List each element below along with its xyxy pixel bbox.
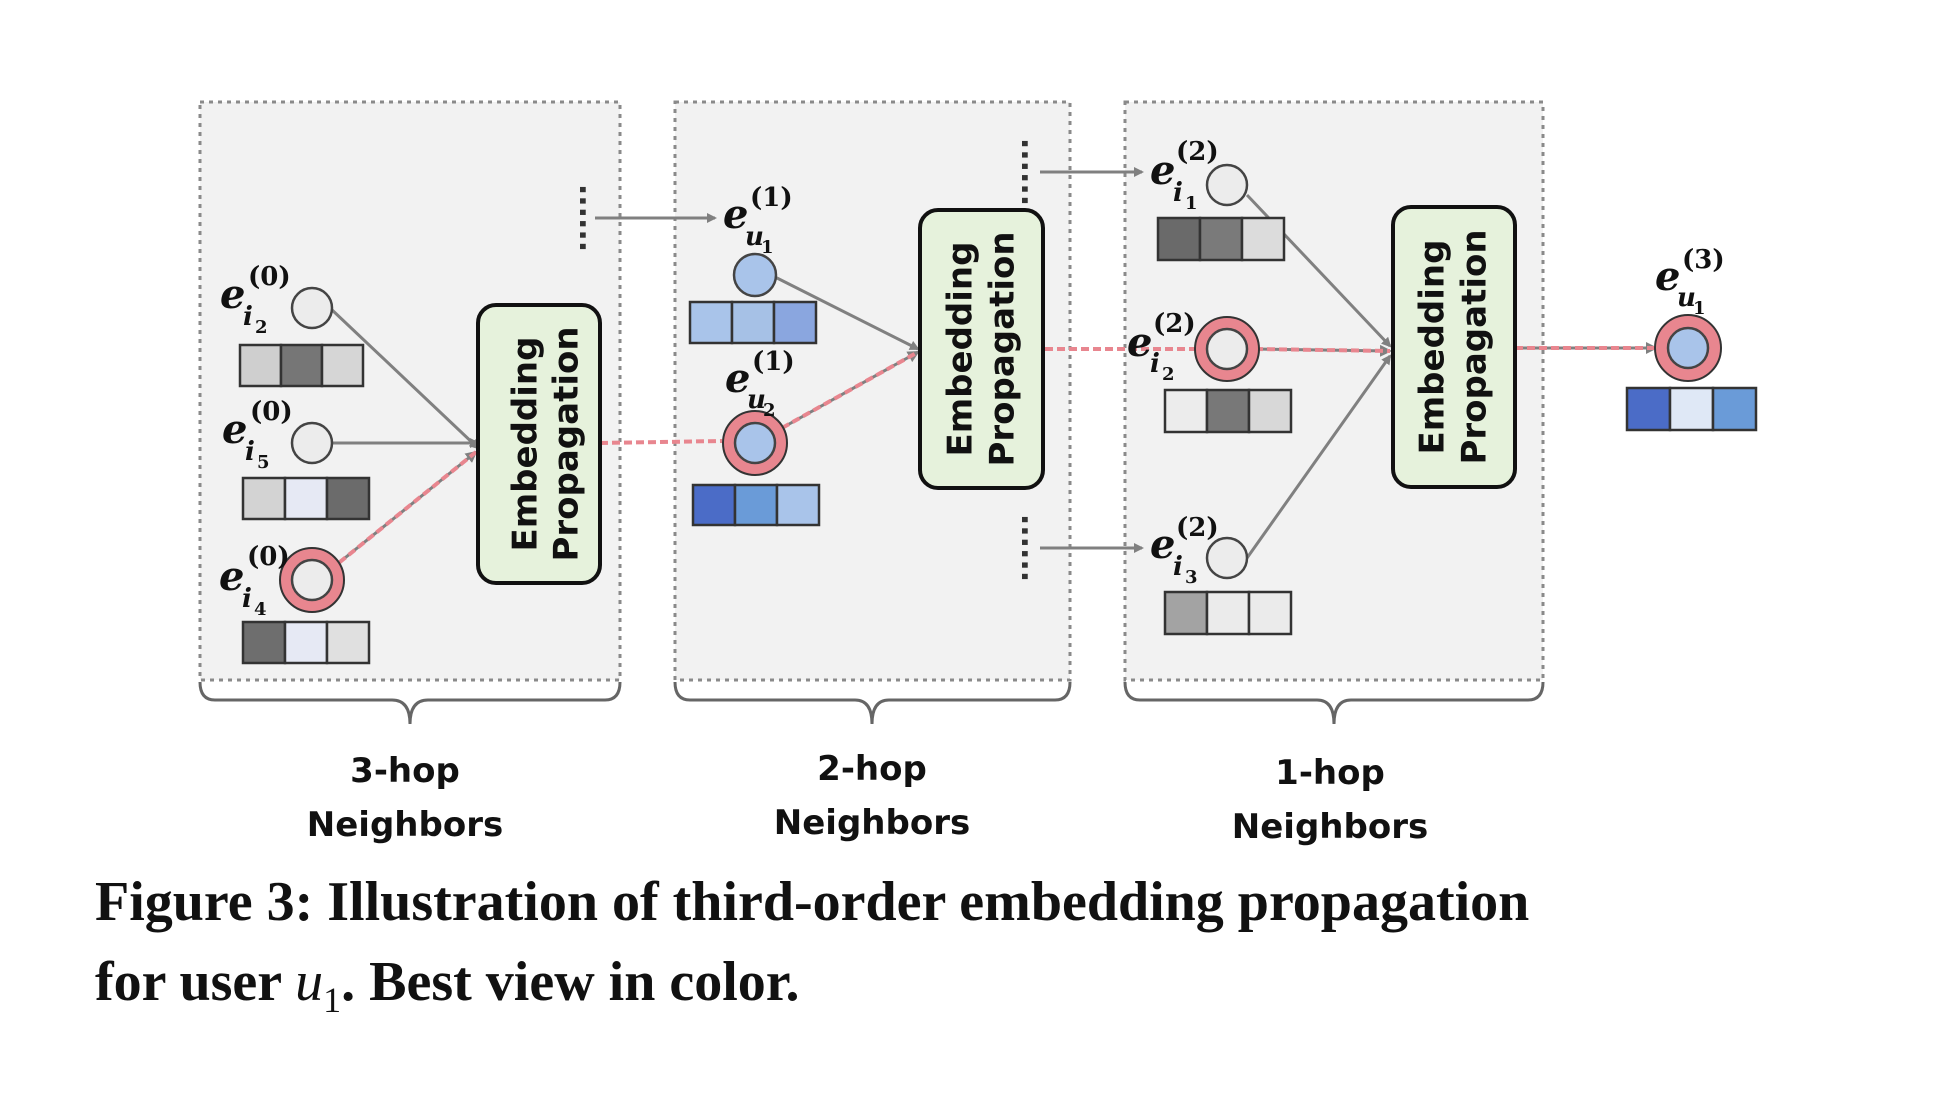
node-i2-hop3 <box>290 286 334 330</box>
svg-text:i: i <box>242 584 252 614</box>
svg-text:e: e <box>723 191 748 238</box>
node-i2-hop1-inner <box>1205 327 1249 371</box>
label-e-u2-1: e (1) u 2 <box>725 347 795 421</box>
node-i1-hop1 <box>1205 163 1249 207</box>
node-u1-hop2 <box>732 252 778 298</box>
svg-text:Embedding: Embedding <box>506 337 546 552</box>
svg-text:i: i <box>1150 349 1160 379</box>
svg-text:Embedding: Embedding <box>941 242 981 457</box>
label-e-i4-0: e (0) i 4 <box>219 542 290 620</box>
svg-text:u: u <box>745 222 764 252</box>
svg-text:1: 1 <box>1185 193 1198 214</box>
hop-label-3-line1: 3-hop <box>350 751 460 791</box>
hop-label-3-line2: Neighbors <box>307 805 503 845</box>
label-e-u1-3: e (3) u 1 <box>1655 245 1725 319</box>
svg-text:i: i <box>245 437 255 467</box>
ellipsis-3hop: ...... <box>572 184 607 252</box>
caption-variable: u <box>295 951 324 1013</box>
node-i4-hop3-inner <box>290 558 334 602</box>
svg-text:(2): (2) <box>1176 137 1219 167</box>
caption-line-2: for user u1. Best view in color. <box>95 951 800 1021</box>
svg-text:2: 2 <box>1162 364 1175 385</box>
svg-text:Propagation: Propagation <box>983 231 1023 466</box>
ellipsis-2hop-top: ...... <box>1014 138 1049 206</box>
label-e-i2-0: e (0) i 2 <box>220 262 291 338</box>
svg-text:e: e <box>725 355 750 402</box>
arrow-i3-to-prop3 <box>1245 354 1392 559</box>
vector-u1-output <box>1625 386 1758 432</box>
hop-label-1-line1: 1-hop <box>1275 753 1385 793</box>
svg-text:e: e <box>1150 147 1175 194</box>
vector-i2-hop3 <box>238 343 365 388</box>
svg-text:i: i <box>1173 178 1183 208</box>
svg-text:2: 2 <box>763 400 776 421</box>
svg-text:Embedding: Embedding <box>1413 240 1453 455</box>
arrow-u1-to-prop2 <box>774 275 920 351</box>
brace-2hop <box>673 681 1072 725</box>
svg-text:5: 5 <box>257 452 270 473</box>
vector-u1-hop2 <box>688 300 818 345</box>
vector-u2-hop2 <box>691 483 821 527</box>
vector-i4-hop3 <box>241 620 371 665</box>
ellipsis-2hop-bottom: ...... <box>1014 514 1049 582</box>
node-i5-hop3 <box>290 421 334 465</box>
svg-text:(3): (3) <box>1682 245 1725 275</box>
svg-text:(0): (0) <box>247 542 290 572</box>
svg-text:e: e <box>1127 319 1152 366</box>
svg-text:Propagation: Propagation <box>1455 229 1495 464</box>
label-e-i5-0: e (0) i 5 <box>222 397 293 473</box>
hop-label-2-line2: Neighbors <box>774 803 970 843</box>
svg-text:(0): (0) <box>250 397 293 427</box>
svg-text:i: i <box>1173 552 1183 582</box>
hop-label-1-line2: Neighbors <box>1232 807 1428 847</box>
svg-text:(2): (2) <box>1176 513 1219 543</box>
vector-i1-hop1 <box>1156 216 1286 262</box>
propagation-box-1: Embedding Propagation <box>476 303 602 585</box>
label-e-i3-2: e (2) i 3 <box>1150 513 1219 588</box>
svg-text:3: 3 <box>1185 567 1198 588</box>
svg-text:(1): (1) <box>752 347 795 377</box>
label-e-u1-1: e (1) u 1 <box>723 183 793 258</box>
figure-caption: Figure 3: Illustration of third-order em… <box>95 862 1895 1040</box>
svg-text:u: u <box>1677 283 1696 313</box>
svg-text:(2): (2) <box>1153 309 1196 339</box>
label-e-i1-2: e (2) i 1 <box>1150 137 1219 214</box>
brace-1hop <box>1123 681 1545 725</box>
propagation-box-3: Embedding Propagation <box>1391 205 1517 489</box>
svg-text:Propagation: Propagation <box>547 326 587 561</box>
caption-line-1: Figure 3: Illustration of third-order em… <box>95 871 1530 933</box>
hop-label-2-line1: 2-hop <box>817 749 927 789</box>
vector-i2-hop1 <box>1163 388 1293 434</box>
highlight-path <box>328 342 1658 572</box>
svg-text:u: u <box>747 385 766 415</box>
node-u1-output-inner <box>1666 326 1710 370</box>
svg-text:e: e <box>1150 521 1175 568</box>
node-i3-hop1 <box>1205 536 1249 580</box>
svg-text:i: i <box>243 302 253 332</box>
arrow-i2-to-prop1 <box>328 306 480 450</box>
svg-text:2: 2 <box>255 317 268 338</box>
svg-text:4: 4 <box>254 599 267 620</box>
label-e-i2-2: e (2) i 2 <box>1127 309 1196 385</box>
brace-3hop <box>198 681 622 725</box>
caption-variable-sub: 1 <box>323 980 342 1021</box>
propagation-box-2: Embedding Propagation <box>918 208 1045 490</box>
svg-text:(0): (0) <box>248 262 291 292</box>
svg-text:e: e <box>1655 253 1680 300</box>
svg-text:(1): (1) <box>750 183 793 213</box>
svg-text:e: e <box>220 271 245 318</box>
svg-text:e: e <box>219 553 244 600</box>
node-u2-hop2-inner <box>733 421 777 465</box>
svg-text:e: e <box>222 406 247 453</box>
vector-i3-hop1 <box>1163 590 1293 636</box>
vector-i5-hop3 <box>241 476 371 521</box>
svg-text:1: 1 <box>1693 298 1706 319</box>
svg-text:1: 1 <box>761 237 774 258</box>
